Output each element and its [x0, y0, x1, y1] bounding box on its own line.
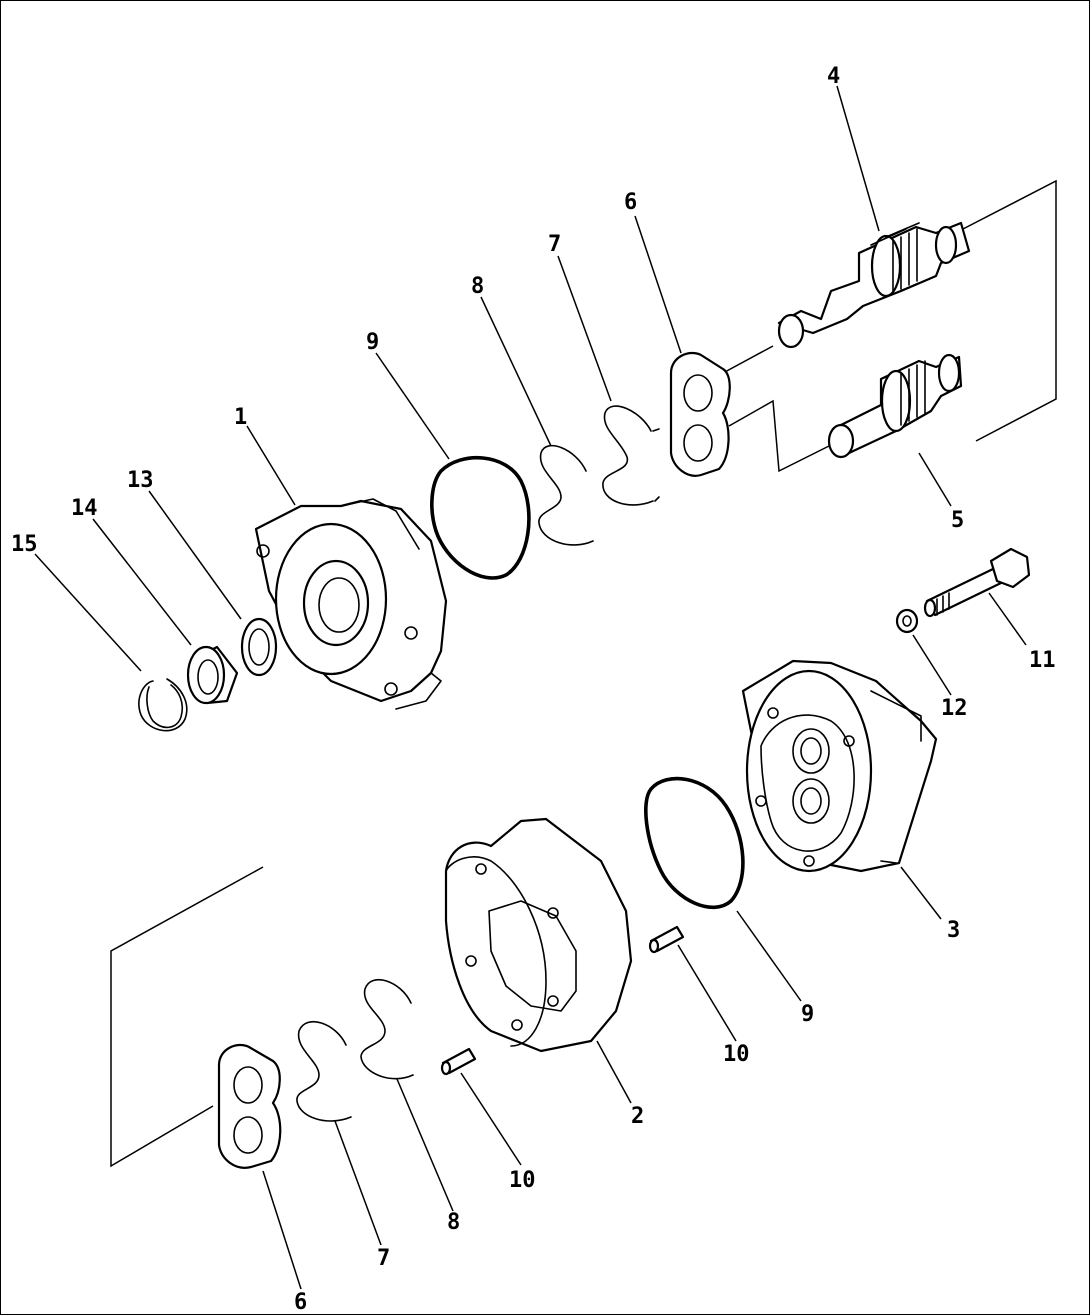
callout-13: 13 — [127, 468, 154, 493]
callout-15: 15 — [11, 532, 38, 557]
callout-7-lower: 7 — [377, 1246, 390, 1271]
callout-labels: 1 2 3 4 5 6 6 7 7 8 8 9 9 10 10 11 12 13… — [11, 64, 1056, 1315]
callout-10-left: 10 — [509, 1168, 536, 1193]
rear-body — [741, 659, 938, 873]
wire-clip-upper-2 — [538, 444, 594, 546]
wire-clip-lower-2 — [296, 1020, 352, 1122]
callout-8-lower: 8 — [447, 1210, 460, 1235]
bushing-plate-upper — [669, 351, 731, 477]
callout-12: 12 — [941, 696, 968, 721]
callout-11: 11 — [1029, 648, 1056, 673]
callout-5: 5 — [951, 508, 964, 533]
callout-6-upper: 6 — [624, 190, 637, 215]
callout-4: 4 — [827, 64, 840, 89]
oil-seal — [186, 645, 239, 705]
shaft-group-bracket — [722, 179, 1057, 473]
callout-9-upper: 9 — [366, 330, 379, 355]
callout-9-lower: 9 — [801, 1002, 814, 1027]
drive-gear-shaft — [777, 221, 971, 349]
thrust-washer — [240, 617, 278, 677]
callout-2: 2 — [631, 1104, 644, 1129]
dowel-pin-left — [440, 1047, 477, 1076]
gear-case — [444, 817, 633, 1053]
callout-6-lower: 6 — [294, 1290, 307, 1315]
front-cover — [254, 498, 448, 710]
washer — [895, 608, 919, 634]
bushing-plate-lower — [217, 1043, 282, 1169]
lower-bracket — [110, 866, 264, 1168]
callout-10-right: 10 — [723, 1042, 750, 1067]
callout-1: 1 — [234, 405, 247, 430]
callout-7-upper: 7 — [548, 232, 561, 257]
bolt — [923, 547, 1031, 618]
o-ring-upper — [430, 455, 531, 580]
wire-clip-lower — [360, 978, 414, 1080]
callout-3: 3 — [947, 918, 960, 943]
callout-14: 14 — [71, 496, 98, 521]
dowel-pin-right — [648, 925, 685, 954]
driven-gear — [827, 353, 963, 459]
o-ring-lower — [644, 776, 745, 910]
snap-ring — [138, 678, 188, 732]
wire-clip-upper — [602, 405, 660, 506]
callout-8-upper: 8 — [471, 274, 484, 299]
leader-lines — [34, 85, 1027, 1290]
